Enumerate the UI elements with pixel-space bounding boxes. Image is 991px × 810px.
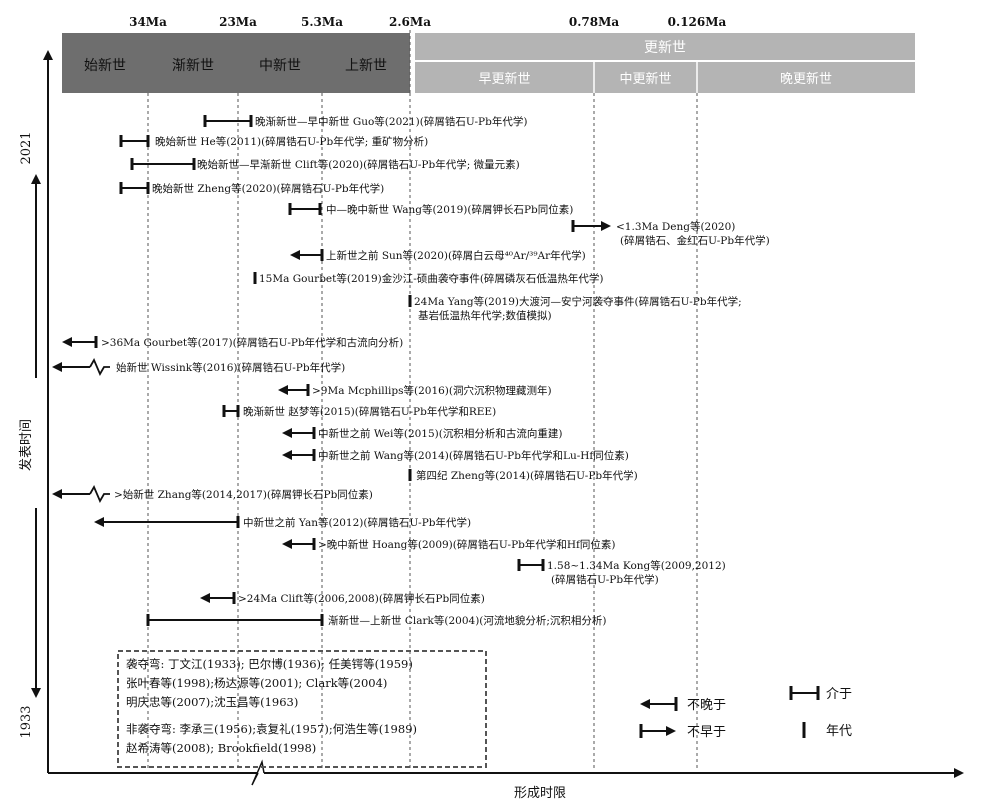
epoch-label: 始新世 [84, 58, 126, 74]
legend-not-earlier-head [666, 726, 676, 736]
entry-8-label: 15Ma Gourbet等(2019)金沙江-硕曲袭夺事件(碎屑磷灰石低温热年代… [259, 272, 604, 285]
legend-point-label: 年代 [826, 724, 852, 739]
stage-label: 早更新世 [478, 71, 530, 87]
entry-18-not-later-head [94, 517, 104, 527]
entry-20-label: 1.58~1.34Ma Kong等(2009,2012) [547, 559, 726, 572]
entry-21-label: >24Ma Clift等(2006,2008)(碎屑钾长石Pb同位素) [238, 592, 485, 605]
epoch-label: 渐新世 [172, 58, 214, 74]
entry-10-label: >36Ma Gourbet等(2017)(碎屑锆石U-Pb年代学和古流向分析) [101, 336, 403, 349]
legend-not-later-label: 不晚于 [687, 698, 726, 713]
references-box: 袭夺弯: 丁文江(1933); 巴尔博(1936); 任美锷等(1959) 张叶春… [117, 650, 487, 768]
epoch-label: 中新世 [259, 58, 301, 74]
legend-not-later-head [640, 699, 650, 709]
x-axis-label: 形成时限 [514, 786, 566, 801]
entry-15-not-later-head [282, 450, 292, 460]
entry-12-not-later-head [278, 385, 288, 395]
tertiary-band [62, 33, 410, 93]
entry-11-not-later-head [52, 362, 62, 372]
entry-6-label: <1.3Ma Deng等(2020) [616, 220, 735, 233]
stage-label: 晚更新世 [780, 71, 832, 87]
epoch-label: 上新世 [345, 58, 387, 74]
entry-18-label: 中新世之前 Yan等(2012)(碎屑锆石U-Pb年代学) [243, 516, 471, 529]
age-label: 2.6Ma [389, 15, 431, 29]
entry-7-not-later-head [290, 250, 300, 260]
entry-12-label: >9Ma Mcphillips等(2016)(洞穴沉积物理藏测年) [312, 384, 552, 397]
entry-10-not-later-head [62, 337, 72, 347]
age-label: 23Ma [219, 15, 257, 29]
entry-1-label: 晚渐新世—早中新世 Guo等(2021)(碎屑锆石U-Pb年代学) [255, 115, 527, 128]
entry-4-label: 晚始新世 Zheng等(2020)(碎屑锆石U-Pb年代学) [152, 182, 384, 195]
entry-16-label: 第四纪 Zheng等(2014)(碎屑锆石U-Pb年代学) [416, 469, 638, 482]
pleistocene-label: 更新世 [644, 40, 686, 56]
entry-2-label: 晚始新世 He等(2011)(碎屑锆石U-Pb年代学; 重矿物分析) [155, 135, 428, 148]
entry-13-label: 晚渐新世 赵梦等(2015)(碎屑锆石U-Pb年代学和REE) [243, 405, 496, 418]
entry-9-label: 24Ma Yang等(2019)大渡河—安宁河袭夺事件(碎屑锆石U-Pb年代学; [414, 295, 742, 308]
pleistocene-band [415, 33, 915, 60]
age-gridlines [147, 30, 698, 770]
reference-line: 赵希涛等(2008); Brookfield(1998) [126, 741, 316, 755]
reference-line: 非袭夺弯: 李承三(1956);袁复礼(1957);何浩生等(1989) [126, 722, 417, 736]
entry-14-not-later-head [282, 428, 292, 438]
entry-11-not-later-break [89, 357, 110, 377]
age-label: 0.78Ma [569, 15, 620, 29]
legend-not-earlier-label: 不早于 [687, 725, 726, 740]
reference-line: 明庆忠等(2007);沈玉昌等(1963) [126, 695, 298, 709]
entry-19-label: >晚中新世 Hoang等(2009)(碎屑锆石U-Pb年代学和Hf同位素) [318, 538, 616, 551]
age-label: 0.126Ma [668, 15, 727, 29]
entry-22-label: 渐新世—上新世 Clark等(2004)(河流地貌分析;沉积相分析) [328, 614, 607, 627]
legend-range-label: 介于 [826, 687, 852, 702]
entry-20-label: (碎屑锆石U-Pb年代学) [551, 573, 659, 586]
entry-14-label: 中新世之前 Wei等(2015)(沉积相分析和古流向重建) [318, 427, 562, 440]
y-top-label: 2021 [19, 131, 34, 164]
entry-15-label: 中新世之前 Wang等(2014)(碎屑锆石U-Pb年代学和Lu-Hf同位素) [318, 449, 629, 462]
entry-5-label: 中—晚中新世 Wang等(2019)(碎屑钾长石Pb同位素) [326, 203, 573, 216]
reference-line: 袭夺弯: 丁文江(1933); 巴尔博(1936); 任美锷等(1959) [126, 657, 413, 671]
entry-6-not-earlier-head [601, 221, 611, 231]
y-bottom-label: 1933 [19, 705, 34, 738]
age-labels: 34Ma 23Ma 5.3Ma 2.6Ma 0.78Ma 0.126Ma [129, 15, 726, 29]
age-label: 34Ma [129, 15, 167, 29]
y-axis-label: 发表时间 [18, 419, 34, 471]
entry-19-not-later-head [282, 539, 292, 549]
entries: 晚渐新世—早中新世 Guo等(2021)(碎屑锆石U-Pb年代学) 晚始新世 He… [52, 115, 770, 627]
entry-9-label: 基岩低温热年代学;数值模拟) [418, 309, 552, 322]
entry-3-label: 晚始新世—早渐新世 Clift等(2020)(碎屑锆石U-Pb年代学; 微量元素… [197, 158, 520, 171]
entry-17-not-later-head [52, 489, 62, 499]
age-label: 5.3Ma [301, 15, 343, 29]
entry-7-label: 上新世之前 Sun等(2020)(碎屑白云母⁴⁰Ar/³⁹Ar年代学) [326, 249, 586, 262]
pleistocene-stage-band [415, 62, 915, 93]
entry-11-label: 始新世 Wissink等(2016)(碎屑锆石U-Pb年代学) [116, 361, 345, 374]
reference-line: 张叶春等(1998);杨达源等(2001); Clark等(2004) [126, 676, 387, 690]
entry-6-label: (碎屑锆石、金红石U-Pb年代学) [620, 234, 770, 247]
references-frame [117, 650, 487, 768]
axes: 形成时限 2021 1933 发表时间 [18, 50, 964, 801]
entry-17-not-later-break [89, 484, 110, 504]
stage-label: 中更新世 [619, 71, 671, 87]
entry-17-label: >始新世 Zhang等(2014,2017)(碎屑钾长石Pb同位素) [114, 488, 373, 501]
entry-21-not-later-head [200, 593, 210, 603]
